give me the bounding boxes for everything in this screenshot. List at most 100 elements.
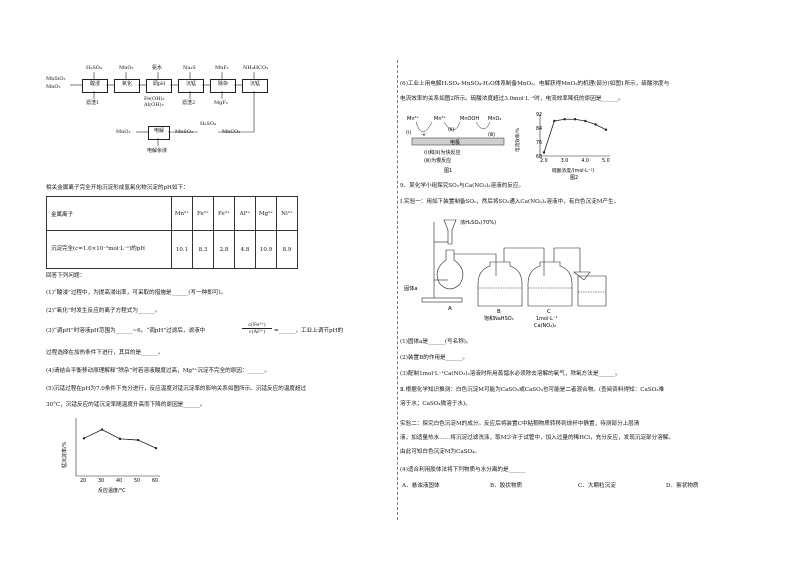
val-mg: 10.9	[255, 230, 277, 269]
experiment-2b: 液，加适量热水……将沉淀过滤洗涤，取M少许于试管中，加入过量的稀HCl，充分反应…	[400, 435, 674, 441]
fig2-xtick: 5.0	[602, 158, 610, 164]
fig2-point	[584, 119, 587, 123]
question-5a: (5)沉锰过程在pH为7.0条件下充分进行，反应温度对锰沉淀率的影响关系如图所示…	[46, 386, 307, 392]
reagent-na2s: Na₂S	[183, 65, 196, 71]
val-fe2: 8.3	[192, 230, 214, 269]
reagent-mno2: MnO₂	[119, 65, 134, 71]
hypothesis-a: Ⅱ.根据化学知识推测：白色沉淀M可能为CaSO₃或CaSO₄也可能是二者混合物。…	[400, 387, 665, 393]
label-solid-a: 固体a	[404, 284, 418, 292]
th-al: Al³⁺	[234, 196, 256, 231]
fig2-point	[553, 119, 556, 123]
experiment-2a: 实验二：探究白色沉淀M的成分。反应后将装置C中粘稠物质转移到烧杯中静置，待测部分…	[400, 421, 640, 427]
fig1-mno2: MnO₂	[488, 116, 501, 122]
fig2-point	[542, 151, 546, 154]
step-precip: 沉锰	[178, 79, 204, 93]
reagent-h2so4: H₂SO₄	[86, 65, 102, 71]
fig2-ytick: 76	[536, 140, 542, 146]
question-3b: =______，工业上调节pH的	[274, 328, 344, 334]
fig1-name: 图1	[444, 168, 452, 174]
th-fe3: Fe³⁺	[213, 196, 235, 231]
so2-apparatus: 浓H₂SO₄(70%) 固体a A B C 饱和NaHSO₃ 1mol·L⁻¹ …	[404, 218, 607, 329]
fig1-mnooh: MnOOH	[460, 116, 479, 122]
val-fe3: 2.8	[213, 230, 235, 269]
experiment-1: Ⅰ.实验一：用如下装置制备SO₂，然后将SO₂通入Ca(NO₃)₂溶液中，有白色…	[400, 199, 620, 205]
tube-a-b	[454, 253, 497, 276]
label-c-solution-2: Ca(NO₃)₂	[534, 323, 556, 329]
q3-frac-top: c(Fe³⁺)	[242, 322, 272, 329]
reagent-nh4hco3: NH₄HCO₃	[243, 65, 269, 71]
fig1-electrode-label: 电极	[450, 139, 460, 146]
question-2: (2)“氧化”时发生反应的离子方程式为______。	[46, 308, 161, 314]
bottle-b	[477, 261, 523, 307]
sub-question-4: (4)适合利用胶体法将下列物质与水分离的是______	[400, 467, 526, 473]
val-ni: 8.9	[276, 230, 298, 269]
th-fe2: Fe²⁺	[192, 196, 214, 231]
product-mnso4: MnSO₄	[175, 129, 193, 135]
val-al: 4.8	[234, 230, 256, 269]
fig1-caption-1: (ⅰ)和(ⅱ)为快反应	[424, 149, 460, 156]
residue-mgf2: MgF₂	[214, 100, 228, 106]
fig2-point	[604, 128, 608, 131]
question-3c: 过程选择在加热条件下进行，其目的是______。	[46, 350, 164, 356]
stand-base	[421, 297, 463, 303]
temp-chart-axes	[75, 418, 160, 477]
step-electrolysis: 电解	[148, 126, 170, 140]
experiment-2c: 由此可知白色沉淀M为CaSO₄。	[400, 449, 480, 455]
temp-chart-point	[100, 428, 104, 431]
th-ion: 金属离子	[46, 196, 172, 231]
question-4: (4)请结合平衡移动原理解释“除杂”时若溶液酸度过高，Mg²⁺沉淀不完全的原因：…	[46, 368, 270, 374]
q3-fraction: c(Fe³⁺) c(Al³⁺)	[242, 322, 272, 335]
label-acid: 浓H₂SO₄(70%)	[460, 218, 496, 226]
temp-chart-xtick: 20	[80, 478, 86, 484]
fig1-step-i: (ⅰ)	[406, 130, 411, 136]
reagent-mnf2: MnF₂	[215, 65, 229, 71]
flowchart-arrows	[70, 72, 255, 146]
sub-question-3: (3)配制1mol·L⁻¹Ca(NO₃)₂溶液时所用蒸馏水必须除去溶解的氧气，除…	[400, 371, 621, 377]
reagent-h2so4-2: H₂SO₄	[200, 121, 216, 127]
raw-1: MnSiO₃	[46, 76, 66, 82]
step-remove-impurity: 除杂	[210, 79, 236, 93]
fig2-ytick: 84	[536, 126, 542, 132]
option-a: A．悬浊液固体	[402, 483, 440, 489]
question-6a: (6)工业上用电解H₂SO₄-MnSO₄-H₂O体系制备MnO₂。电解获得MnO…	[400, 81, 670, 87]
sub-question-1: (1)固体a是______(写名称)。	[400, 339, 472, 345]
hypothesis-b: 溶于水；CaSO₄微溶于水)。	[400, 401, 471, 407]
ph-table: 金属离子 Mn²⁺ Fe²⁺ Fe³⁺ Al³⁺ Mg²⁺ Ni²⁺ 沉淀完全(…	[46, 196, 298, 269]
temp-chart-point	[154, 446, 158, 450]
fig2-ytick: 92	[536, 112, 542, 118]
fig2-ytick: 68	[536, 154, 542, 160]
step-adjust-ph: 调pH	[146, 79, 172, 93]
product-mnco3: MnCO₃	[222, 129, 241, 135]
fig1-electrode	[411, 137, 505, 146]
temp-chart-xtick: 40	[116, 478, 122, 484]
product-mno2: MnO₂	[116, 129, 131, 135]
option-d: D．絮状物质	[666, 483, 699, 489]
residue-feoh3: Fe(OH)₃	[144, 96, 165, 102]
flask-a	[436, 249, 464, 290]
temp-chart-xtick: 60	[152, 478, 158, 484]
option-b: B．胶状物质	[490, 483, 523, 489]
table-intro: 相关金属离子完全开始沉淀形成氢氧化物沉淀的pH如下：	[46, 185, 189, 191]
label-c: C	[547, 309, 551, 315]
question-1: (1)“酸浸”过程中，为提高浸出率，可采取的措施是______(写一种即可)。	[46, 290, 227, 296]
val-mn: 10.1	[171, 230, 193, 269]
dropping-funnel	[443, 219, 457, 245]
fig2-xtick: 3.0	[561, 158, 569, 164]
step-acid-leach: 酸浸	[82, 79, 108, 93]
reagent-ammonia: 氨水	[152, 65, 163, 71]
fig2-point	[594, 123, 597, 126]
questions-intro: 回答下列问题：	[46, 273, 86, 279]
fig1-mn3: Mn³⁺	[434, 116, 446, 122]
temp-chart-xlabel: 反应温度/°C	[98, 487, 126, 494]
option-c: C．大颗粒沉淀	[578, 483, 616, 489]
question-3a: (3)“调pH”时溶液pH范围为______~6。“调pH”过滤后，滤液中	[46, 328, 206, 334]
fig2-xtick: 4.0	[581, 158, 589, 164]
question-5b: 30°C，沉锰反应的锰沉淀率随温度升高而下降的原因是______。	[46, 402, 206, 408]
th-mn: Mn²⁺	[171, 196, 193, 231]
step-oxidize: 氧化	[114, 79, 140, 93]
residue-1: 滤渣1	[86, 100, 100, 106]
fig2-name: 图2	[570, 175, 578, 180]
fig1-mechanism: Mn²⁺ Mn³⁺ MnOOH MnO₂ (ⅰ) (ⅱ) (ⅲ) -e⁻ 电极 …	[406, 116, 505, 174]
